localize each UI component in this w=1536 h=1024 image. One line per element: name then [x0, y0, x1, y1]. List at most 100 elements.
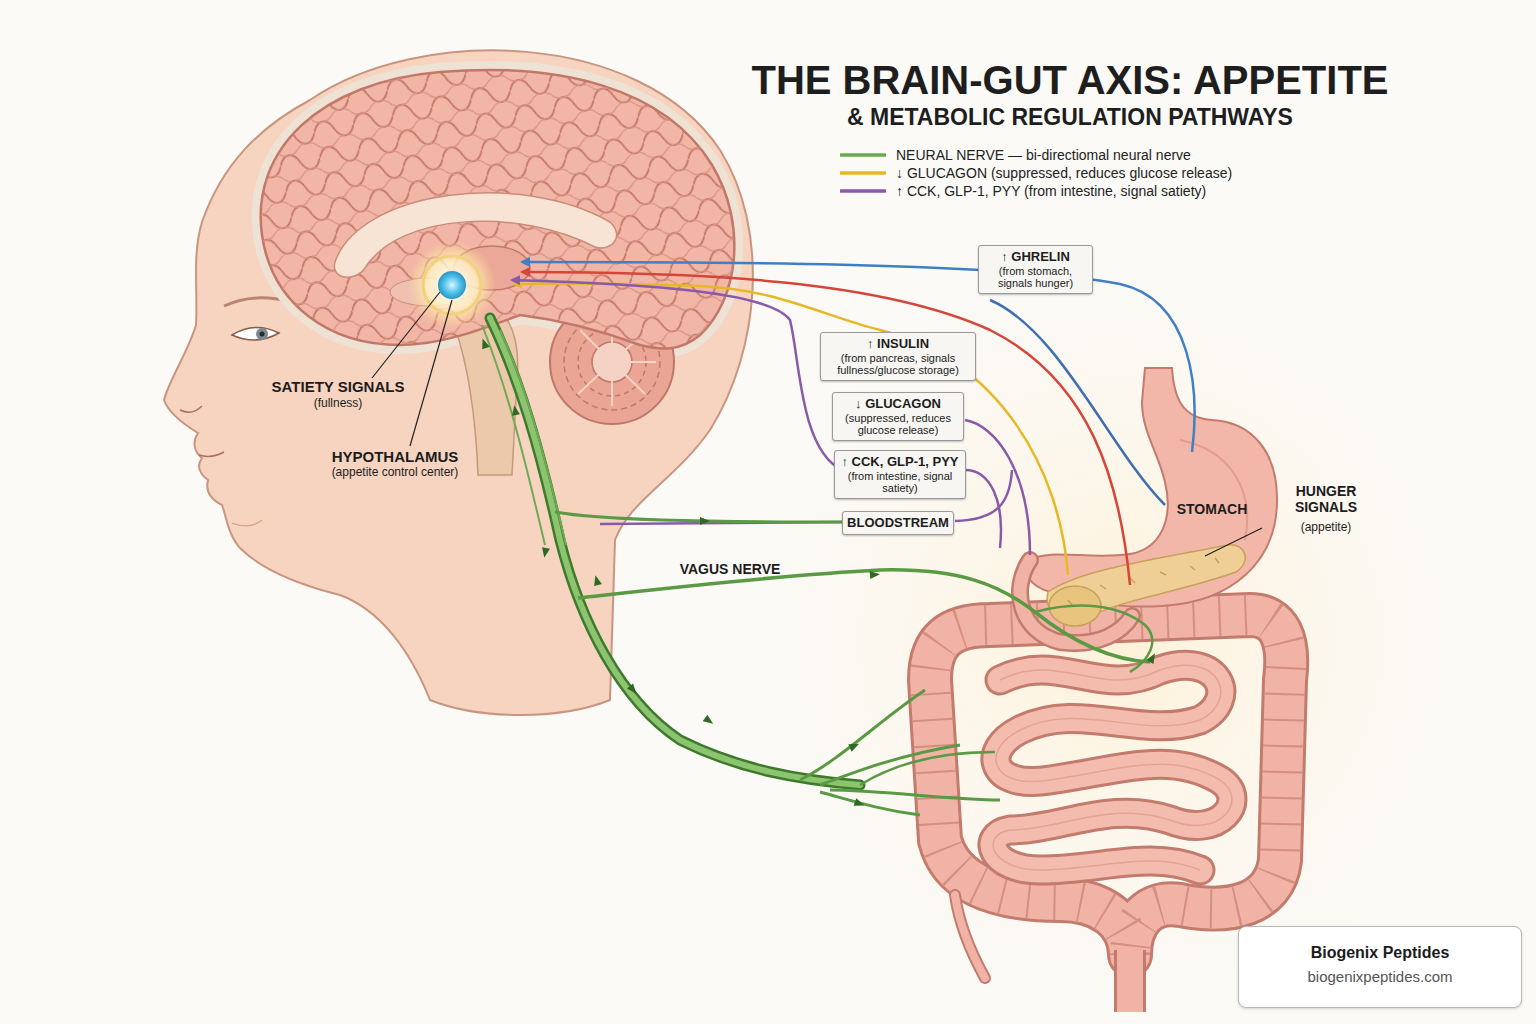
legend-line-sample [841, 153, 885, 157]
vagus-nerve [578, 570, 1150, 662]
vagus-nerve [482, 318, 1152, 815]
legend-line-sample [840, 186, 886, 196]
box-heading: ↑ CCK, GLP-1, PYY [839, 454, 961, 470]
nerve-arrow [848, 740, 860, 751]
anatomy-label: HUNGER SIGNALS [1278, 483, 1374, 515]
nerve-arrow [854, 798, 866, 809]
hormone-box: ↑ GHRELIN(from stomach, signals hunger) [978, 245, 1093, 294]
nerve-arrow [700, 517, 710, 525]
background [650, 170, 1536, 1024]
legend-entry: ↑ CCK, GLP-1, PYY (from intestine, signa… [840, 182, 1232, 200]
nerve-arrow [479, 337, 490, 349]
legend-line-sample [841, 171, 885, 175]
leader-line [1205, 528, 1262, 556]
anatomy-label: (fullness) [238, 397, 438, 411]
nerve-arrow [870, 570, 881, 579]
vagus-nerve [820, 745, 960, 785]
nerve-arrow [703, 715, 716, 727]
brain [250, 60, 750, 475]
large-intestine [930, 615, 1286, 1012]
large-intestine [955, 895, 985, 978]
leader-line [372, 292, 440, 378]
box-body: (from intestine, signal satiety) [839, 470, 961, 495]
legend-text: ↓ GLUCAGON (suppressed, reduces glucose … [896, 165, 1232, 181]
legend: NEURAL NERVE — bi-directiomal neural ner… [840, 146, 1232, 200]
large-intestine [1117, 950, 1143, 1012]
hormone-box: ↓ GLUCAGON(suppressed, reduces glucose r… [832, 392, 964, 441]
hormone-pathway [512, 280, 842, 470]
vagus-nerve [490, 318, 860, 785]
legend-entry: NEURAL NERVE — bi-directiomal neural ner… [840, 146, 1232, 164]
hormone-pathway [512, 262, 1194, 585]
nerve-arrow [510, 404, 520, 415]
nerve-arrow [1147, 651, 1159, 664]
legend-line-sample [840, 150, 886, 160]
legend-text: NEURAL NERVE — bi-directiomal neural ner… [896, 147, 1191, 163]
anatomy-label: SATIETY SIGNALS [238, 378, 438, 395]
stomach [1180, 440, 1247, 540]
box-heading: BLOODSTREAM [847, 515, 949, 531]
small-intestine [993, 665, 1232, 870]
anatomy-label: VAGUS NERVE [650, 561, 810, 577]
head-silhouette [180, 406, 202, 412]
vagus-nerve [555, 512, 842, 522]
brain [250, 60, 750, 360]
vagus-nerve [830, 790, 1000, 800]
large-intestine [1114, 950, 1146, 1012]
head-silhouette [260, 332, 265, 337]
head-silhouette [256, 328, 268, 340]
vagus-nerve [820, 792, 920, 815]
stomach [1020, 368, 1277, 643]
nerve-arrow [627, 683, 640, 696]
anatomy-label: STOMACH [1152, 501, 1272, 517]
nerve-arrow [540, 547, 550, 558]
hormone-pathway [522, 272, 1130, 585]
hormone-pathway [522, 262, 1194, 452]
anatomy-label: (appetite control center) [285, 466, 505, 480]
pancreas [1068, 558, 1219, 606]
anatomy-label: HYPOTHALAMUS [285, 448, 505, 465]
hormone-box: ↑ INSULIN(from pancreas, signals fullnes… [820, 332, 976, 381]
anatomy-label: (appetite) [1266, 521, 1386, 535]
hormone-pathway [965, 420, 1030, 555]
vagus-nerve [482, 325, 566, 545]
legend-text: ↑ CCK, GLP-1, PYY (from intestine, signa… [896, 183, 1206, 199]
box-heading: ↑ GHRELIN [983, 249, 1088, 265]
box-body: (suppressed, reduces glucose release) [837, 412, 959, 437]
small-intestine [993, 665, 1232, 870]
head-silhouette [164, 50, 753, 715]
nerve-arrow [592, 574, 602, 586]
bloodstream-box: BLOODSTREAM [842, 511, 954, 535]
leader-line [410, 300, 452, 446]
legend-entry: ↓ GLUCAGON (suppressed, reduces glucose … [840, 164, 1232, 182]
box-body: (from pancreas, signals fullness/glucose… [825, 352, 971, 377]
head-silhouette [232, 520, 262, 526]
vagus-nerve [800, 690, 925, 780]
large-intestine [930, 615, 1286, 955]
box-body: (from stomach, signals hunger) [983, 265, 1088, 290]
head-silhouette [232, 327, 279, 340]
hypothalamus-glow [423, 256, 481, 314]
leader-line [372, 292, 1262, 556]
legend-line-sample [841, 189, 885, 193]
large-intestine [955, 895, 985, 978]
vagus-nerve [1035, 606, 1152, 672]
vagus-nerve [860, 752, 995, 785]
diagram-title: THE BRAIN-GUT AXIS: APPETITE & METABOLIC… [740, 56, 1400, 132]
watermark-box: Biogenix Peptides biogenixpeptides.com [1238, 926, 1522, 1008]
small-intestine [993, 665, 1232, 870]
nerve-arrow [479, 337, 1159, 809]
box-body: biogenixpeptides.com [1243, 968, 1517, 985]
large-intestine [930, 615, 1286, 955]
box-heading: Biogenix Peptides [1243, 943, 1517, 962]
box-heading: ↑ INSULIN [825, 336, 971, 352]
hypothalamus-glow [438, 271, 466, 299]
large-intestine [930, 615, 1286, 955]
pancreas [1047, 545, 1245, 626]
head-silhouette [164, 50, 753, 715]
legend-line-sample [840, 168, 886, 178]
hormone-box: ↑ CCK, GLP-1, PYY(from intestine, signal… [834, 450, 966, 499]
head-silhouette [199, 452, 224, 456]
